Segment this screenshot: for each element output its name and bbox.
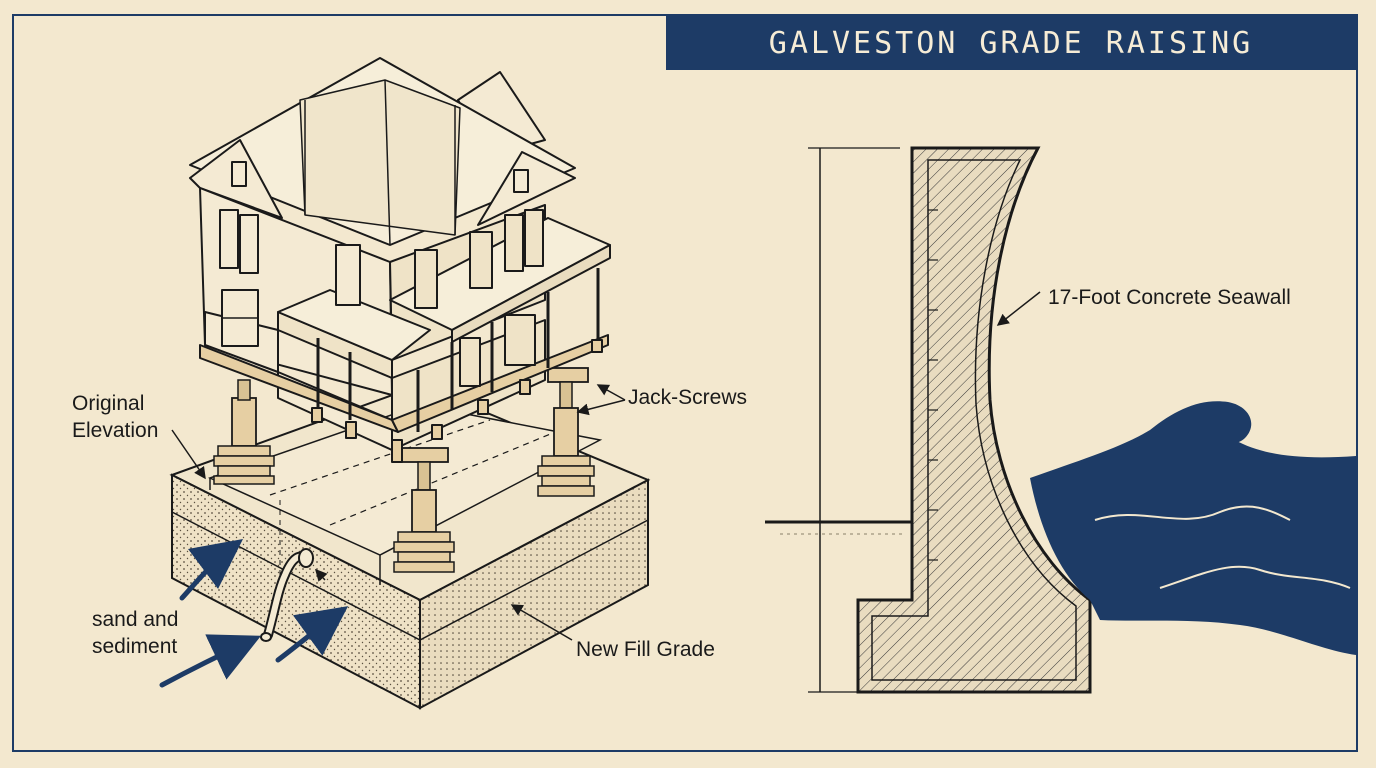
jack-screws-group [213,367,595,573]
jack-screw-left [213,379,275,485]
label-new-fill-grade: New Fill Grade [576,638,715,661]
label-original-elevation: Original Elevation [72,390,158,444]
house-leader-lines [171,384,626,641]
sediment-flow-arrows-icon [159,538,349,688]
ocean-waves-icon [1030,401,1356,655]
fill-ground-block [169,383,651,710]
label-jack-screws: Jack-Screws [628,386,748,409]
jack-screw-center [393,447,455,573]
label-original-elevation-line1: Original [72,392,145,415]
title-banner: GALVESTON GRADE RAISING [666,16,1356,70]
label-seawall: 17-Foot Concrete Seawall [1048,286,1291,309]
seawall-section-icon [765,146,1092,694]
label-sand-sediment-line1: sand and [92,608,179,631]
label-sand-sediment: sand and sediment [92,606,178,660]
victorian-house-icon [189,57,611,463]
jack-screw-right [537,367,595,497]
label-original-elevation-line2: Elevation [72,419,159,442]
diagram-title: GALVESTON GRADE RAISING [768,25,1254,61]
label-sand-sediment-line2: sediment [92,635,178,658]
